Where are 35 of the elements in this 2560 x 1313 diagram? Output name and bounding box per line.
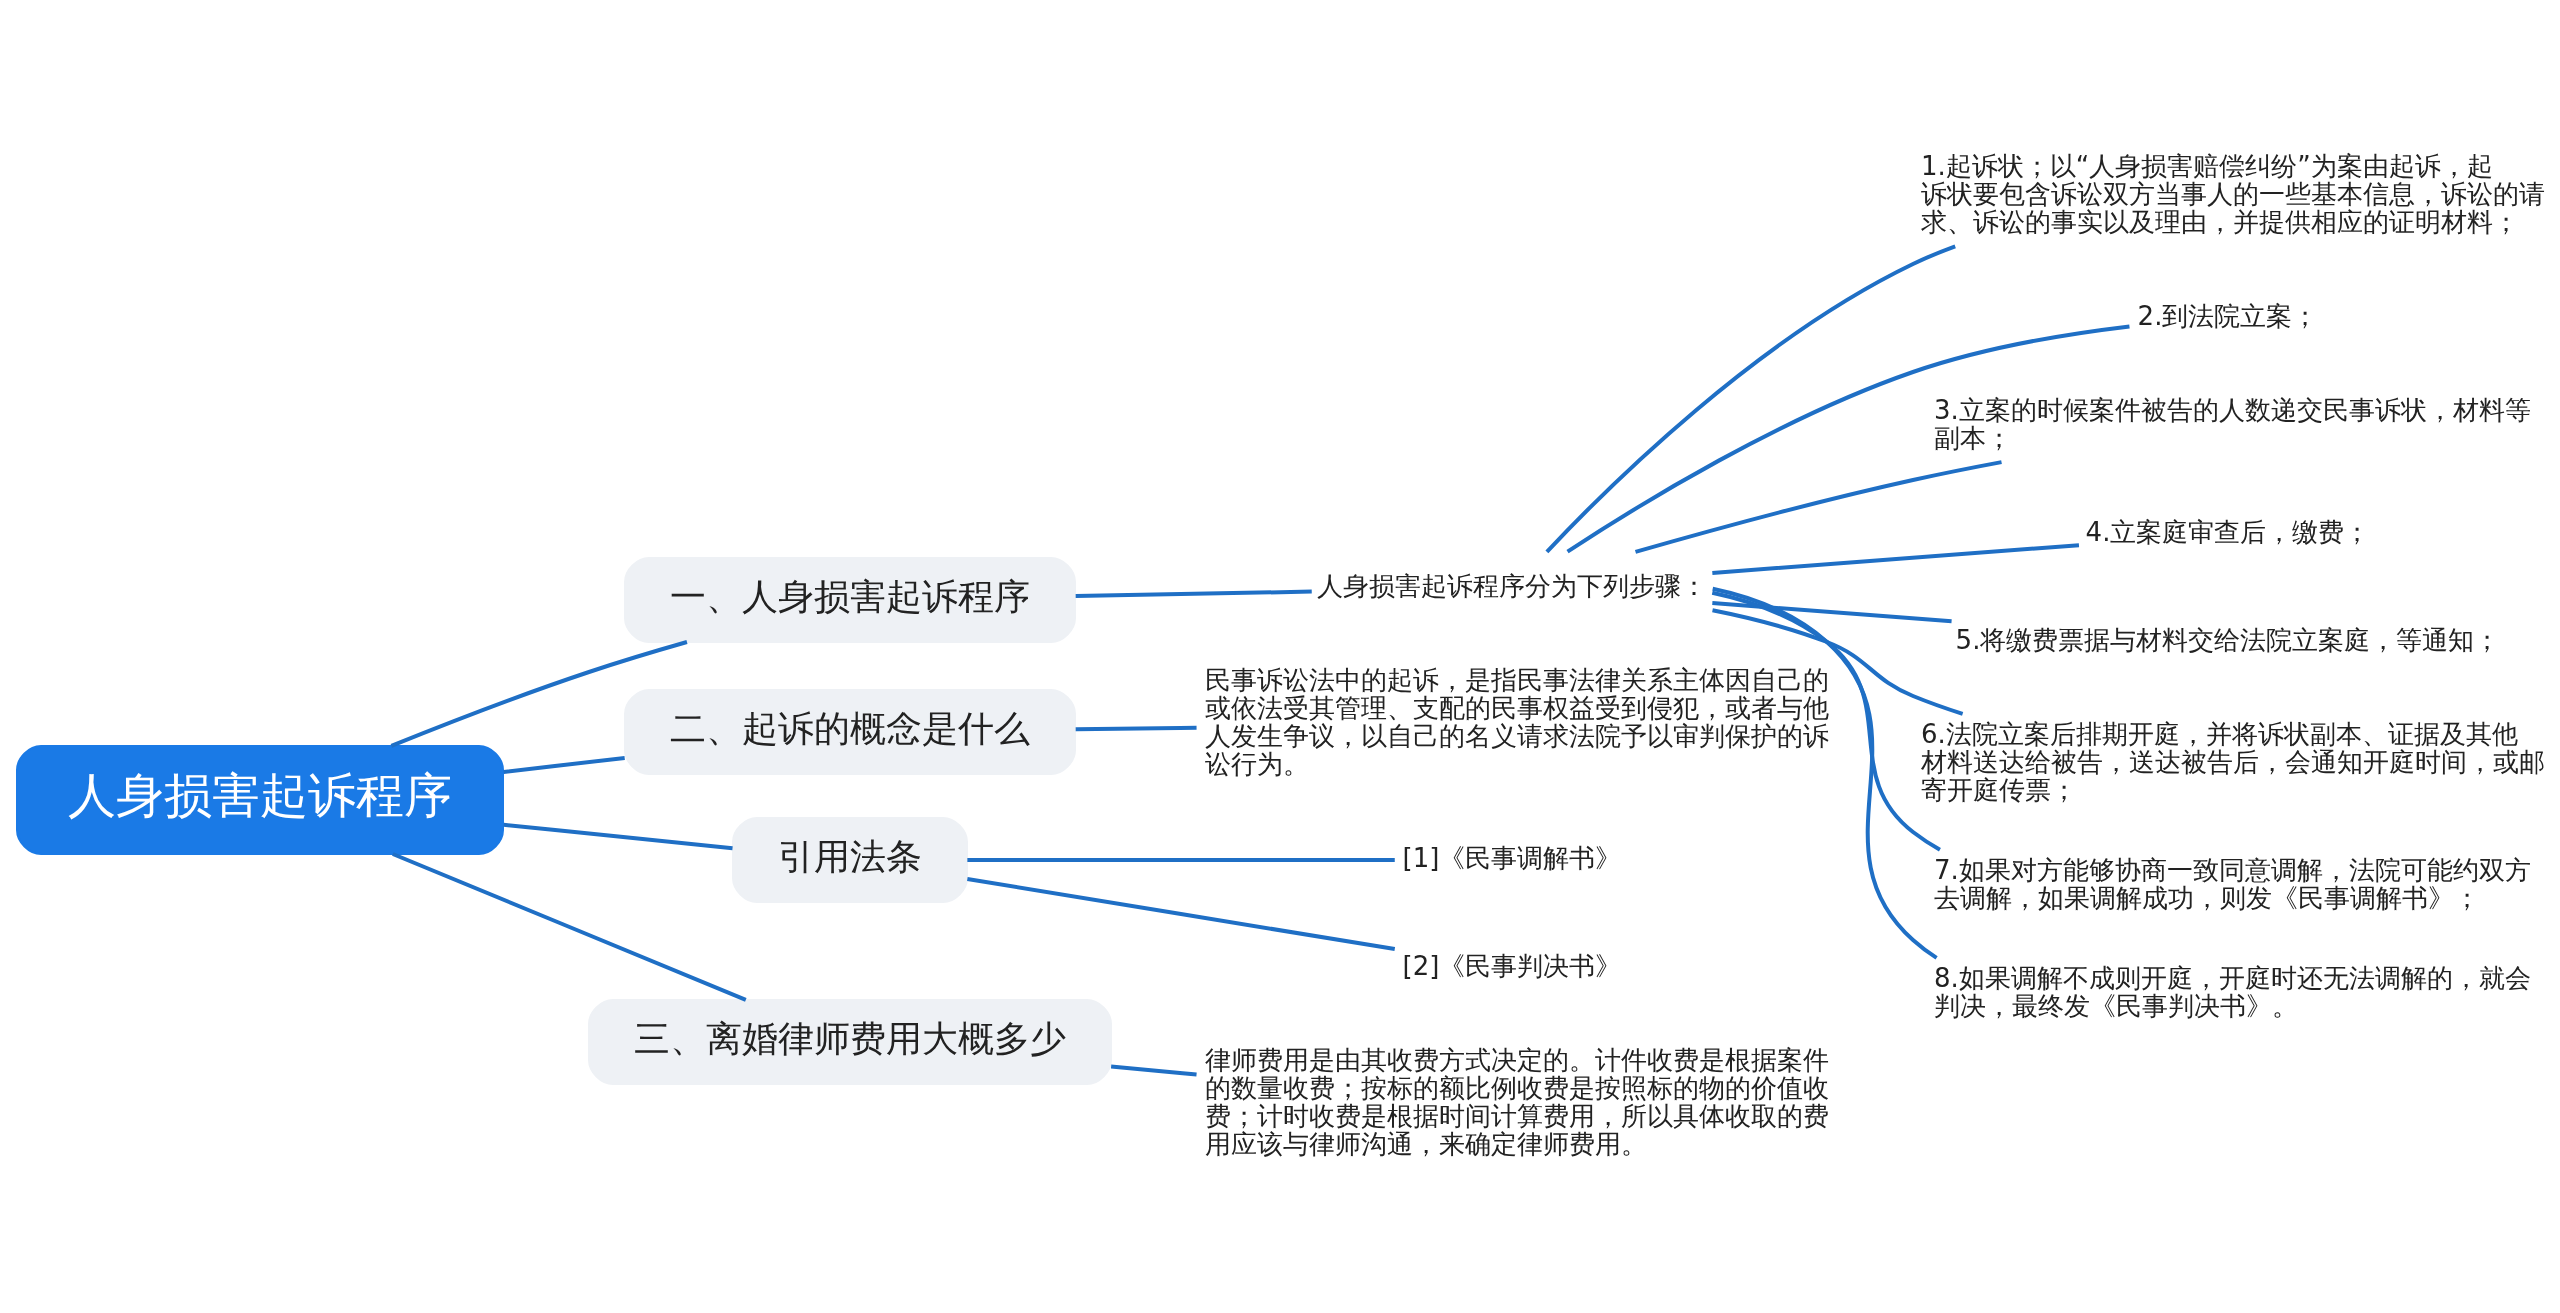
node-box: 二、起诉的概念是什么 (624, 688, 1076, 775)
node-text: 5.将缴费票据与材料交给法院立案庭，等通知； (1955, 624, 2501, 655)
connector (1075, 589, 1312, 598)
connector (390, 639, 688, 748)
node-text: 民事诉讼法中的起诉，是指民事法律关系主体因自己的或依法受其管理、支配的民事权益受到侵犯，或者与他人发生争议，以自己的名义请求法院予以审判保护的诉讼行为。 (1205, 664, 1829, 779)
node-text: 8.如果调解不成则开庭，开庭时还无法调解的，就会判决，最终发《民事判决书》。 (1934, 962, 2531, 1021)
node-box: 一、人身损害起诉程序 (624, 556, 1076, 643)
connector (967, 876, 1396, 951)
connector (1566, 323, 2130, 553)
connector (1545, 243, 1956, 553)
node-text: 7.如果对方能够协商一致同意调解，法院可能约双方去调解，如果调解成功，则发《民事调解书》； (1934, 854, 2531, 913)
node-text: 4.立案庭审查后，缴费； (2085, 516, 2371, 547)
connector (1711, 590, 1941, 851)
node-text: [1]《民事调解书》 (1402, 842, 1622, 873)
node-text: [2]《民事判决书》 (1402, 950, 1622, 981)
connector (967, 857, 1395, 862)
node-text: 人身损害起诉程序分为下列步骤： (1317, 570, 1707, 601)
node-box: 人身损害起诉程序 (16, 744, 504, 855)
node-text: 律师费用是由其收费方式决定的。计件收费是根据案件的数量收费；按标的额比例收费是按照标的物的价值收费；计时收费是根据时间计算费用，所以具体收取的费用应该与律师沟通，来确定律师费用。 (1205, 1044, 1829, 1159)
node-box: 三、离婚律师费用大概多少 (588, 998, 1112, 1085)
node-text: 1.起诉状；以“人身损害赔偿纠纷”为案由起诉，起诉状要包含诉讼双方当事人的一些基本信息，诉讼的请求、诉讼的事实以及理由，并提供相应的证明材料； (1921, 150, 2545, 237)
connector (1110, 1063, 1197, 1076)
connector (1075, 725, 1197, 731)
connector (1634, 459, 2002, 554)
connector (1712, 600, 1952, 623)
connector (1712, 607, 1964, 716)
connector (503, 755, 625, 774)
node-text: 2.到法院立案； (2137, 300, 2319, 331)
connector (503, 822, 733, 850)
connector (1712, 542, 2080, 575)
node-box: 引用法条 (732, 816, 968, 903)
node-text: 3.立案的时候案件被告的人数递交民事诉状，材料等副本； (1934, 394, 2531, 453)
connector (1712, 586, 1938, 960)
node-text: 6.法院立案后排期开庭，并将诉状副本、证据及其他材料送达给被告，送达被告后，会通知开庭时间，或邮寄开庭传票； (1921, 718, 2545, 805)
connector (392, 851, 747, 1002)
